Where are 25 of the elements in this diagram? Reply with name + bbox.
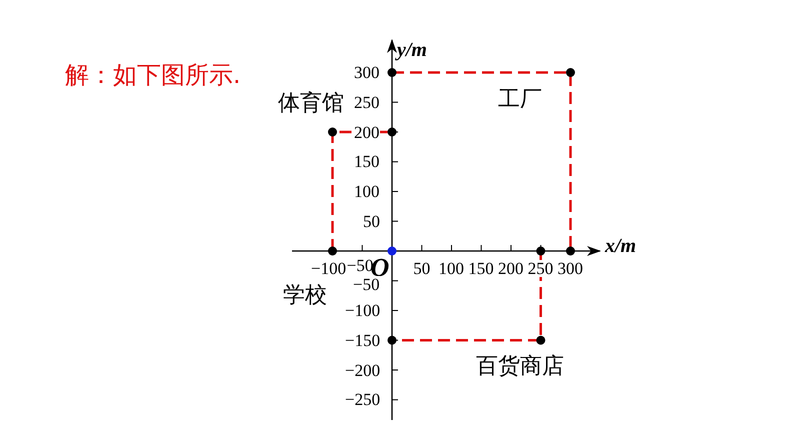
tick-label: 250	[354, 94, 380, 111]
place-label: 百货商店	[476, 356, 564, 378]
place-label: 体育馆	[278, 93, 344, 115]
tick-label: −200	[345, 362, 380, 378]
tick-label: 250	[528, 260, 554, 276]
tick-label: 150	[468, 260, 494, 276]
axis-label: x/m	[605, 236, 636, 256]
axis-label: y/m	[397, 40, 427, 60]
tick-label: 300	[558, 260, 583, 276]
tick-label: 300	[354, 64, 380, 81]
place-label: 学校	[283, 285, 327, 307]
solution-heading: 解：如下图所示.	[65, 63, 241, 87]
tick-label: 100	[354, 183, 380, 200]
tick-label: 50	[413, 260, 430, 276]
place-label: 工厂	[498, 89, 542, 111]
tick-label: −250	[345, 391, 380, 408]
tick-label: 100	[438, 260, 464, 276]
tick-label: −100	[311, 260, 346, 276]
tick-label: −100	[345, 302, 380, 319]
tick-label: 200	[498, 260, 524, 276]
tick-label: 200	[354, 124, 380, 140]
tick-label: −50	[353, 276, 380, 294]
tick-label: 150	[354, 153, 380, 170]
tick-label: −150	[345, 332, 380, 349]
tick-label: 50	[363, 212, 380, 230]
